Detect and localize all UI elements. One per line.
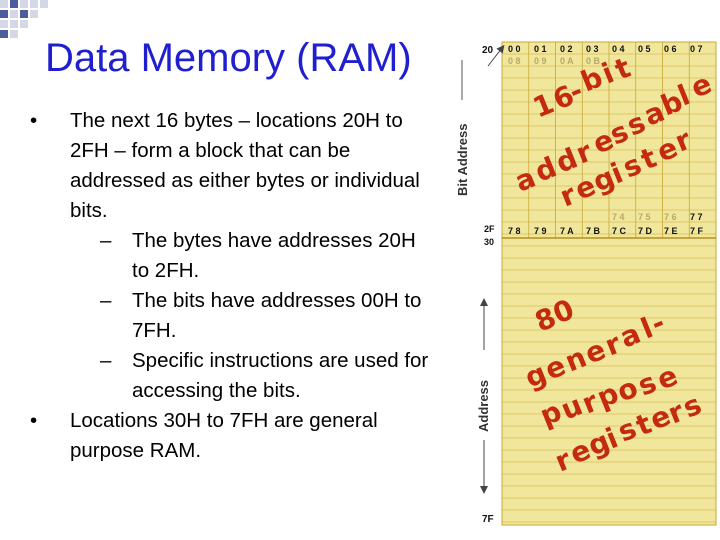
- slide-title: Data Memory (RAM): [45, 36, 412, 80]
- address-label-30: 30: [484, 237, 494, 247]
- bullet-text: Specific instructions are used for acces…: [132, 349, 429, 402]
- bullet-text: The bits have addresses 00H to 7FH.: [132, 289, 422, 342]
- corner-decoration: [30, 0, 38, 8]
- address-label-20: 20: [482, 45, 494, 56]
- bit-cell-label: 7 D: [638, 226, 653, 236]
- bullet-text: The next 16 bytes – locations 20H to 2FH…: [70, 109, 420, 222]
- corner-decoration: [0, 20, 8, 28]
- bit-cell-label: 7 F: [690, 226, 704, 236]
- bit-cell-label: 0 8: [508, 56, 521, 66]
- corner-decoration: [10, 10, 18, 18]
- bullet-text: The bytes have addresses 20H to 2FH.: [132, 229, 416, 282]
- bit-cell-label: 0 6: [664, 44, 677, 54]
- bullet-marker: •: [30, 409, 38, 432]
- bit-cell-label: 0 A: [560, 56, 574, 66]
- dash-marker: –: [100, 349, 112, 372]
- bullet-marker: •: [30, 109, 38, 132]
- corner-decoration: [30, 10, 38, 18]
- bit-cell-label: 0 1: [534, 44, 547, 54]
- corner-decoration: [10, 0, 18, 8]
- grid-lines: [502, 42, 716, 523]
- dash-marker: –: [100, 229, 112, 252]
- corner-decoration: [0, 0, 8, 8]
- corner-decoration: [20, 20, 28, 28]
- address-label: Address: [476, 380, 491, 432]
- corner-decoration: [0, 30, 8, 38]
- sub-bullet-item: – The bytes have addresses 20H to 2FH.: [30, 226, 430, 286]
- bit-cell-label: 7 7: [690, 212, 703, 222]
- ram-diagram: 20 2F 30 7F Bit Address Address 0 0 0 1 …: [450, 40, 720, 530]
- bullet-text: Locations 30H to 7FH are general purpose…: [70, 409, 378, 462]
- bit-cell-label: 0 2: [560, 44, 573, 54]
- bit-cell-label: 7 B: [586, 226, 601, 236]
- bit-address-label: Bit Address: [455, 124, 470, 196]
- bit-cell-label: 0 B: [586, 56, 601, 66]
- bit-cell-label: 7 4: [612, 212, 625, 222]
- bit-cell-label: 7 8: [508, 226, 521, 236]
- bit-cell-label: 7 C: [612, 226, 627, 236]
- corner-decoration: [20, 10, 28, 18]
- corner-decoration: [40, 0, 48, 8]
- address-label-2f: 2F: [484, 224, 495, 234]
- corner-decoration: [0, 10, 8, 18]
- bullet-list: • The next 16 bytes – locations 20H to 2…: [30, 106, 430, 466]
- dash-marker: –: [100, 289, 112, 312]
- bit-cell-label: 7 A: [560, 226, 574, 236]
- bullet-item: • The next 16 bytes – locations 20H to 2…: [30, 106, 430, 226]
- bit-cell-label: 0 9: [534, 56, 547, 66]
- bit-cell-label: 7 5: [638, 212, 651, 222]
- bit-cell-label: 7 9: [534, 226, 547, 236]
- bit-cell-label: 0 0: [508, 44, 521, 54]
- bit-cell-label: 0 7: [690, 44, 703, 54]
- arrow-icon: [487, 44, 505, 67]
- bit-cell-label: 0 3: [586, 44, 599, 54]
- bit-cell-label: 7 E: [664, 226, 678, 236]
- bit-cell-label: 0 4: [612, 44, 625, 54]
- address-label-7f: 7F: [482, 514, 494, 525]
- sub-bullet-item: – The bits have addresses 00H to 7FH.: [30, 286, 430, 346]
- bullet-item: • Locations 30H to 7FH are general purpo…: [30, 406, 430, 466]
- bit-cell-label: 0 5: [638, 44, 651, 54]
- corner-decoration: [10, 30, 18, 38]
- corner-decoration: [10, 20, 18, 28]
- corner-decoration: [20, 0, 28, 8]
- sub-bullet-item: – Specific instructions are used for acc…: [30, 346, 430, 406]
- bit-cell-label: 7 6: [664, 212, 677, 222]
